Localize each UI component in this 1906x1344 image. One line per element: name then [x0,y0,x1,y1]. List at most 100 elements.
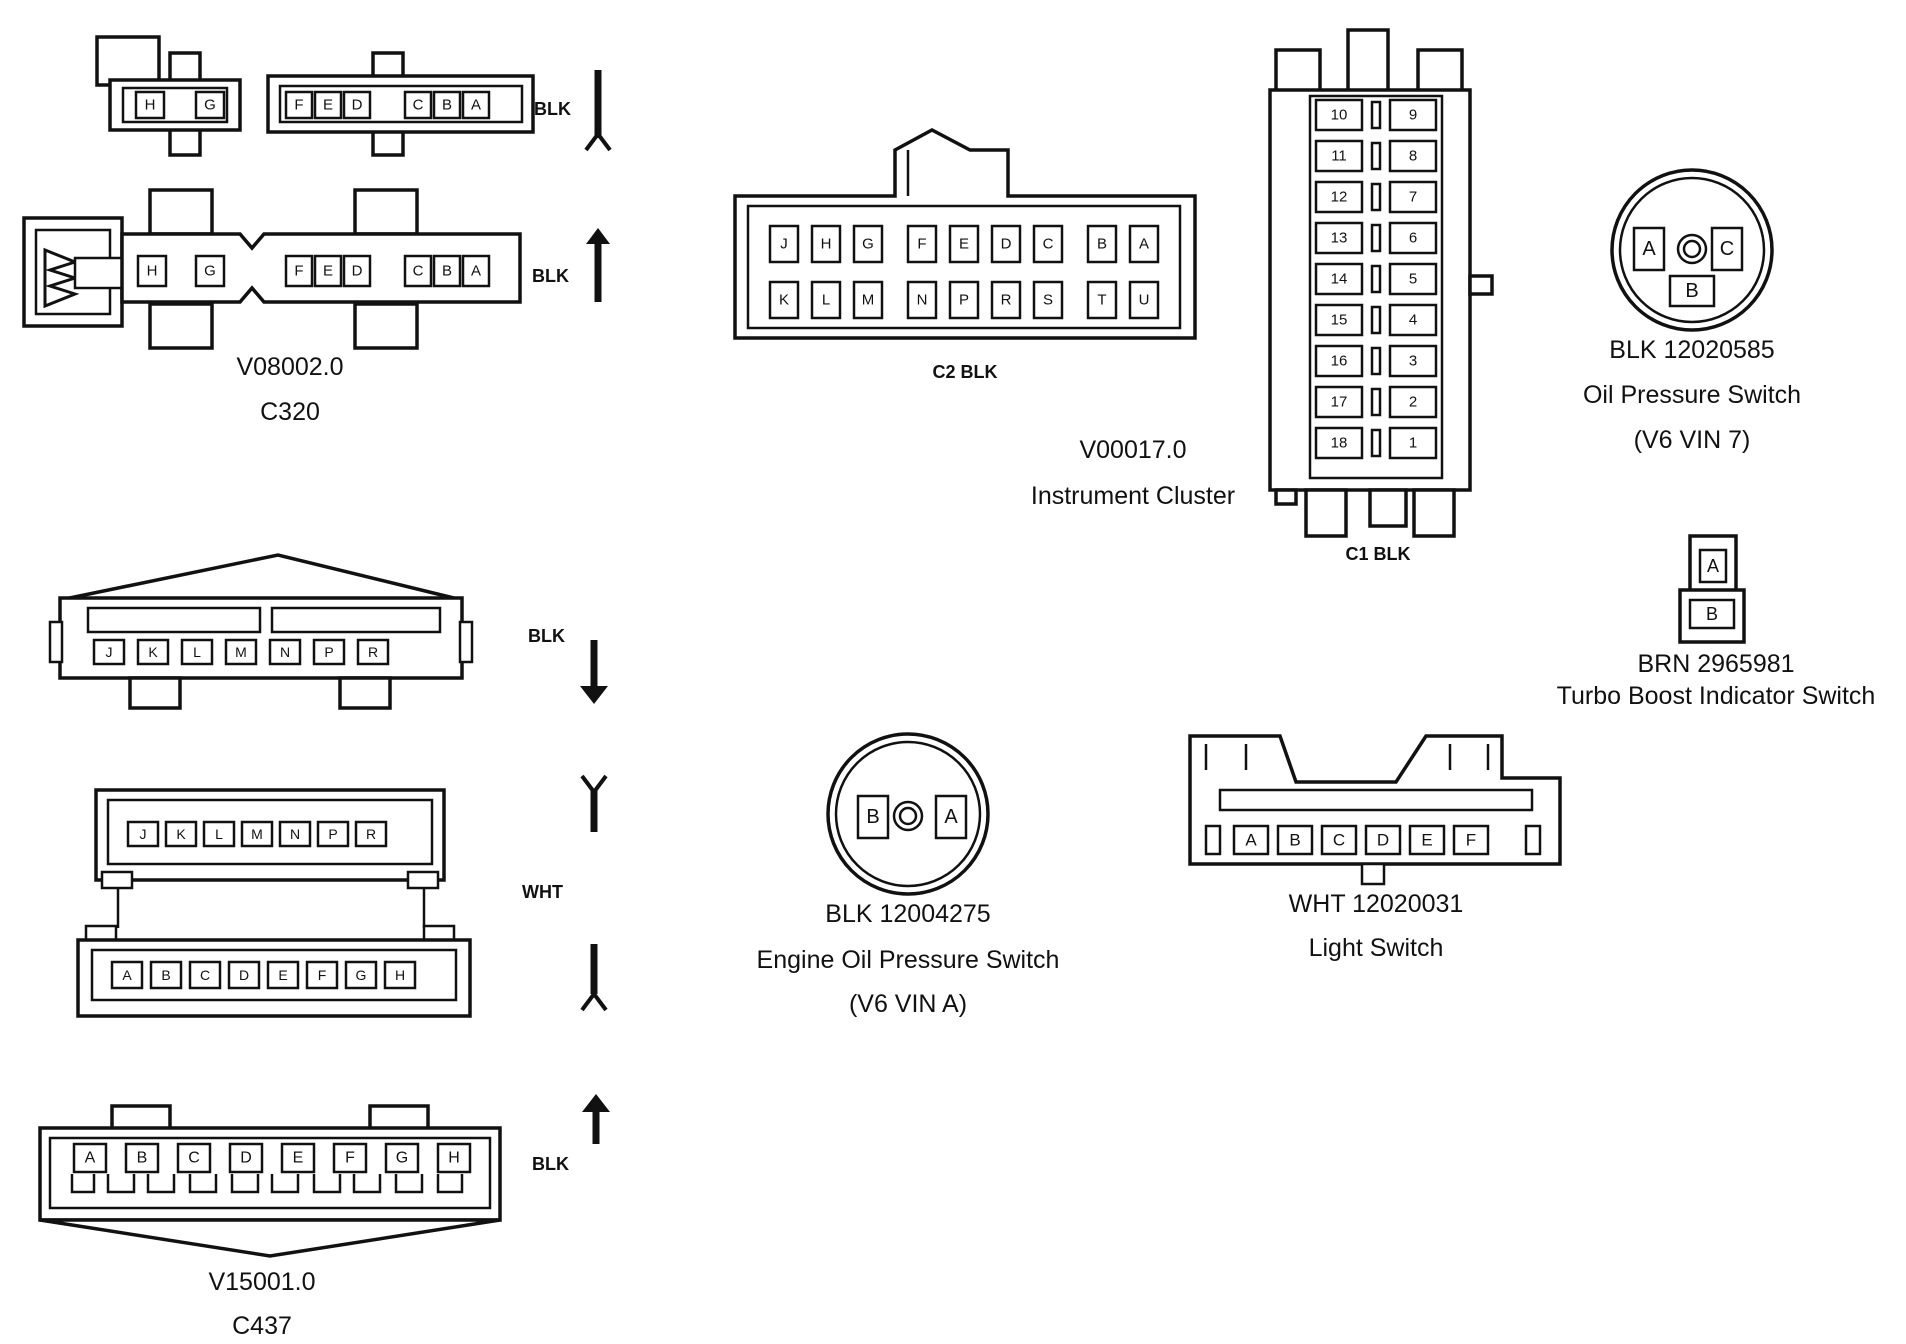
pin [436,1142,472,1174]
c437-middle-color: WHT [522,882,563,902]
pin-label: K [779,292,789,309]
pin-label: E [323,263,333,280]
c320-upper-mate-arrow [584,70,612,152]
pin-label: J [106,644,113,660]
pin-label: F [1466,831,1476,850]
pin-label: 10 [1331,107,1348,124]
turbo-boost-name: Turbo Boost Indicator Switch [1557,682,1876,710]
pin [110,960,144,990]
pin [1388,221,1438,255]
pin-label: 16 [1331,353,1348,370]
pin [1320,824,1358,856]
c437-bottom-connector [38,1104,502,1258]
pin-label: E [278,967,287,983]
pin-label: B [161,967,170,983]
pin-slot [1370,182,1382,212]
pin [1314,262,1364,296]
pin-label: C [413,263,424,280]
pin [810,280,842,320]
pin-label: L [215,826,223,842]
pin-slot [1370,428,1382,458]
pin-label: B [1706,604,1718,624]
pin-label: H [145,97,156,114]
pin [852,280,884,320]
oil-pressure-switch-name: Oil Pressure Switch [1583,381,1801,409]
pin [124,1142,160,1174]
pin-label: G [356,967,367,983]
pin-label: 4 [1409,312,1417,329]
pin [1232,824,1270,856]
pin-label: 1 [1409,435,1417,452]
pin [356,638,390,666]
pin-label: L [193,644,201,660]
pin-label: N [290,826,300,842]
pin [1314,221,1364,255]
pin [1388,139,1438,173]
pin [383,960,417,990]
pin-label: A [1245,831,1257,850]
pin-label: A [1642,238,1656,260]
light-switch [1188,734,1562,886]
pin-label: A [944,806,958,828]
c437-top-mate-arrow [580,640,608,704]
pin-label: 3 [1409,353,1417,370]
pin-label: F [345,1150,355,1167]
pin-slot [1370,264,1382,294]
pin-label: L [822,292,830,309]
pin [1452,824,1490,856]
pin [1128,280,1160,320]
pin-label: A [471,97,481,114]
pin-label: M [235,644,247,660]
c320-lower-pins-right: F E D C B A [284,254,491,288]
pin-label: K [148,644,158,660]
c437-top-color: BLK [528,626,565,646]
pin-label: D [240,1150,252,1167]
pin-label: A [122,967,132,983]
pin [176,1142,212,1174]
c437-name: C437 [232,1312,292,1340]
pin [852,224,884,264]
pin-label: D [1377,831,1389,850]
pin-label: E [323,97,333,114]
engine-oil-pressure-switch: B A [826,732,990,896]
pin-slot [1370,387,1382,417]
pin-label: B [442,97,452,114]
oil-pressure-switch-note: (V6 VIN 7) [1634,426,1751,454]
pin [906,280,938,320]
pin [72,1142,108,1174]
pin [344,960,378,990]
pin [1408,824,1446,856]
pin-label: G [396,1150,408,1167]
c1-label: C1 BLK [1345,544,1410,564]
pin [1388,426,1438,460]
pin-label: G [862,236,874,253]
pin-label: 2 [1409,394,1417,411]
pin-label: K [176,826,186,842]
c320-part-id: V08002.0 [236,353,343,381]
pin-label: H [821,236,832,253]
pin [1314,98,1364,132]
pin-label: C [413,97,424,114]
pin-label: 14 [1331,271,1348,288]
pin [810,224,842,264]
pin [990,224,1022,264]
c320-upper-color: BLK [534,99,571,119]
pin [92,638,126,666]
pin [316,820,350,848]
pin [1086,224,1118,264]
pin-label: J [140,826,147,842]
light-switch-name: Light Switch [1309,934,1444,962]
pin [278,820,312,848]
engine-oil-pressure-switch-name: Engine Oil Pressure Switch [757,946,1060,974]
pin [1388,180,1438,214]
pin-label: A [471,263,481,280]
pin [305,960,339,990]
pin-label: C [200,967,210,983]
pin [1128,224,1160,264]
pin-label: 12 [1331,189,1348,206]
pin-label: 8 [1409,148,1417,165]
